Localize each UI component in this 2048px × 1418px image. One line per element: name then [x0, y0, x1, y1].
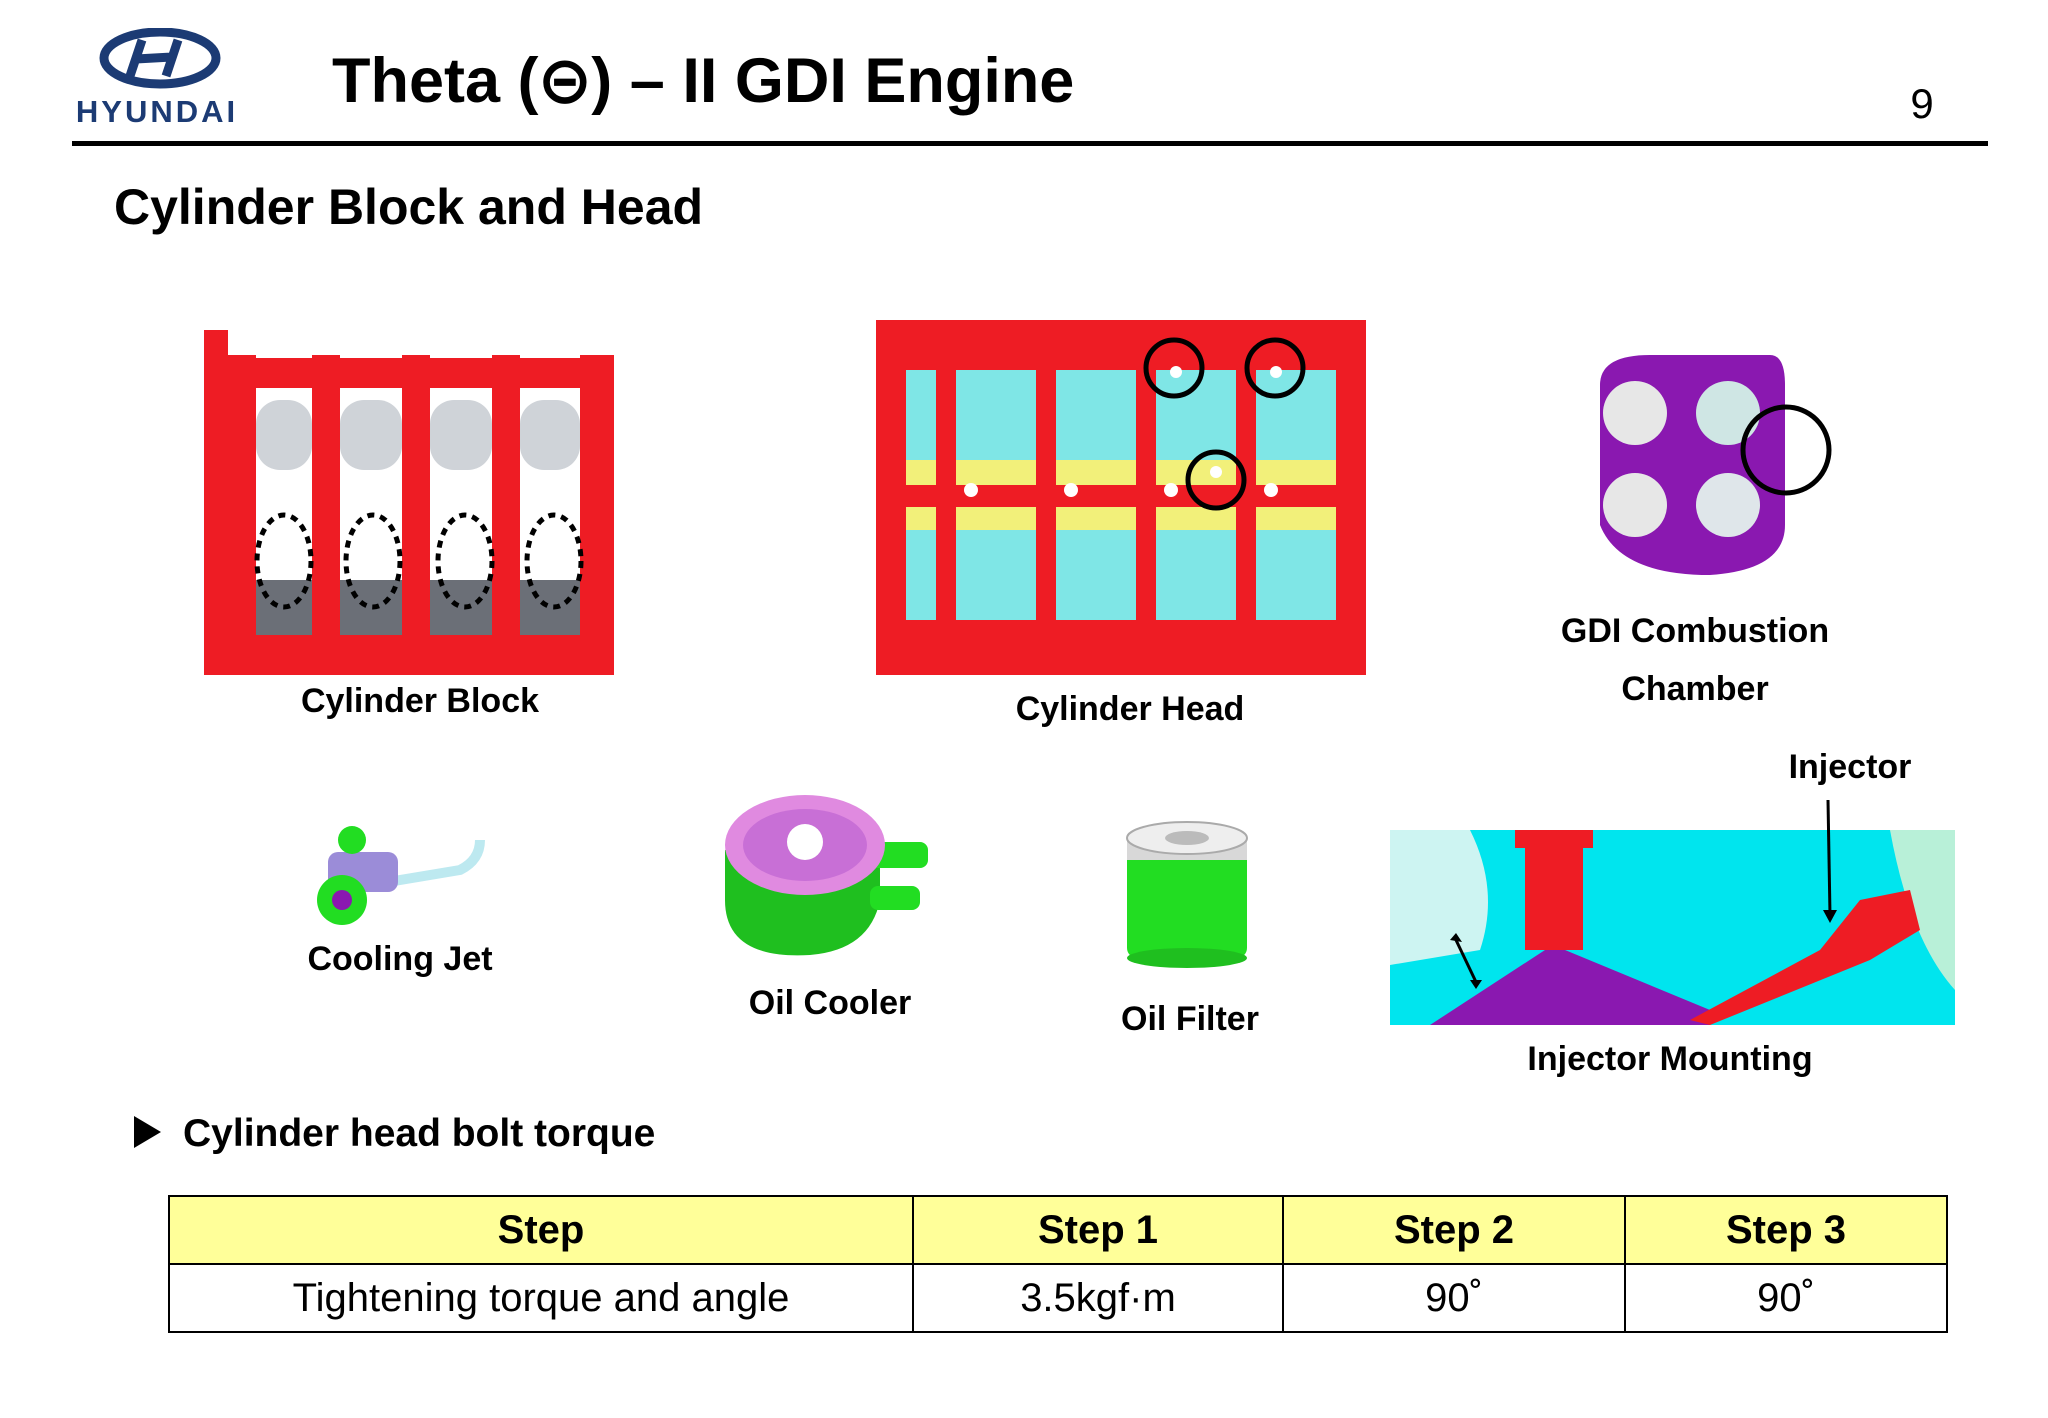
gdi-chamber-caption-line1: GDI Combustion — [1560, 612, 1830, 650]
table-header-cell: Step 3 — [1624, 1195, 1948, 1265]
hyundai-emblem-icon — [99, 27, 221, 89]
cooling-jet-image — [317, 826, 485, 925]
cylinder-head-figure — [876, 320, 1366, 675]
section-title: Cylinder Block and Head — [114, 179, 704, 235]
torque-heading: Cylinder head bolt torque — [134, 1112, 655, 1156]
table-cell: 3.5kgf·m — [912, 1263, 1284, 1333]
table-header-cell: Step 2 — [1282, 1195, 1626, 1265]
hyundai-logo: HYUNDAI — [72, 27, 242, 129]
brand-wordmark: HYUNDAI — [75, 94, 239, 129]
injector-mounting-figure — [1390, 790, 1960, 1030]
oil-filter-figure — [1122, 820, 1252, 970]
cylinder-head-image — [876, 320, 1366, 675]
table-cell: 90˚ — [1624, 1263, 1948, 1333]
gdi-chamber-caption-line2: Chamber — [1621, 670, 1769, 708]
injector-mounting-image — [1390, 799, 1955, 1025]
table-row: Tightening torque and angle 3.5kgf·m 90˚… — [168, 1263, 1948, 1333]
cylinder-block-figure — [200, 330, 620, 680]
gdi-chamber-figure — [1590, 345, 1840, 585]
oil-filter-caption: Oil Filter — [1121, 1000, 1259, 1038]
title-divider — [72, 141, 1988, 146]
torque-table: Step Step 1 Step 2 Step 3 Tightening tor… — [168, 1195, 1948, 1333]
play-triangle-icon — [134, 1116, 161, 1148]
injector-mounting-caption: Injector Mounting — [1527, 1040, 1813, 1078]
table-header-row: Step Step 1 Step 2 Step 3 — [168, 1195, 1948, 1265]
oil-cooler-figure — [720, 790, 940, 960]
cylinder-head-caption: Cylinder Head — [1015, 690, 1245, 728]
cylinder-block-caption: Cylinder Block — [300, 682, 540, 720]
gdi-chamber-image — [1600, 355, 1832, 575]
page-title: Theta (⊝) – II GDI Engine — [332, 46, 1075, 116]
oil-cooler-image — [725, 795, 928, 956]
table-header-cell: Step — [168, 1195, 914, 1265]
torque-heading-text: Cylinder head bolt torque — [183, 1112, 656, 1155]
cylinder-block-image — [204, 330, 614, 675]
table-header-cell: Step 1 — [912, 1195, 1284, 1265]
oil-cooler-caption: Oil Cooler — [748, 984, 912, 1022]
page-number: 9 — [1910, 80, 1934, 127]
oil-filter-image — [1126, 821, 1248, 968]
cooling-jet-caption: Cooling Jet — [307, 940, 493, 978]
table-row-label: Tightening torque and angle — [168, 1263, 914, 1333]
table-cell: 90˚ — [1282, 1263, 1626, 1333]
injector-label: Injector — [1788, 748, 1912, 786]
cooling-jet-figure — [310, 820, 490, 930]
